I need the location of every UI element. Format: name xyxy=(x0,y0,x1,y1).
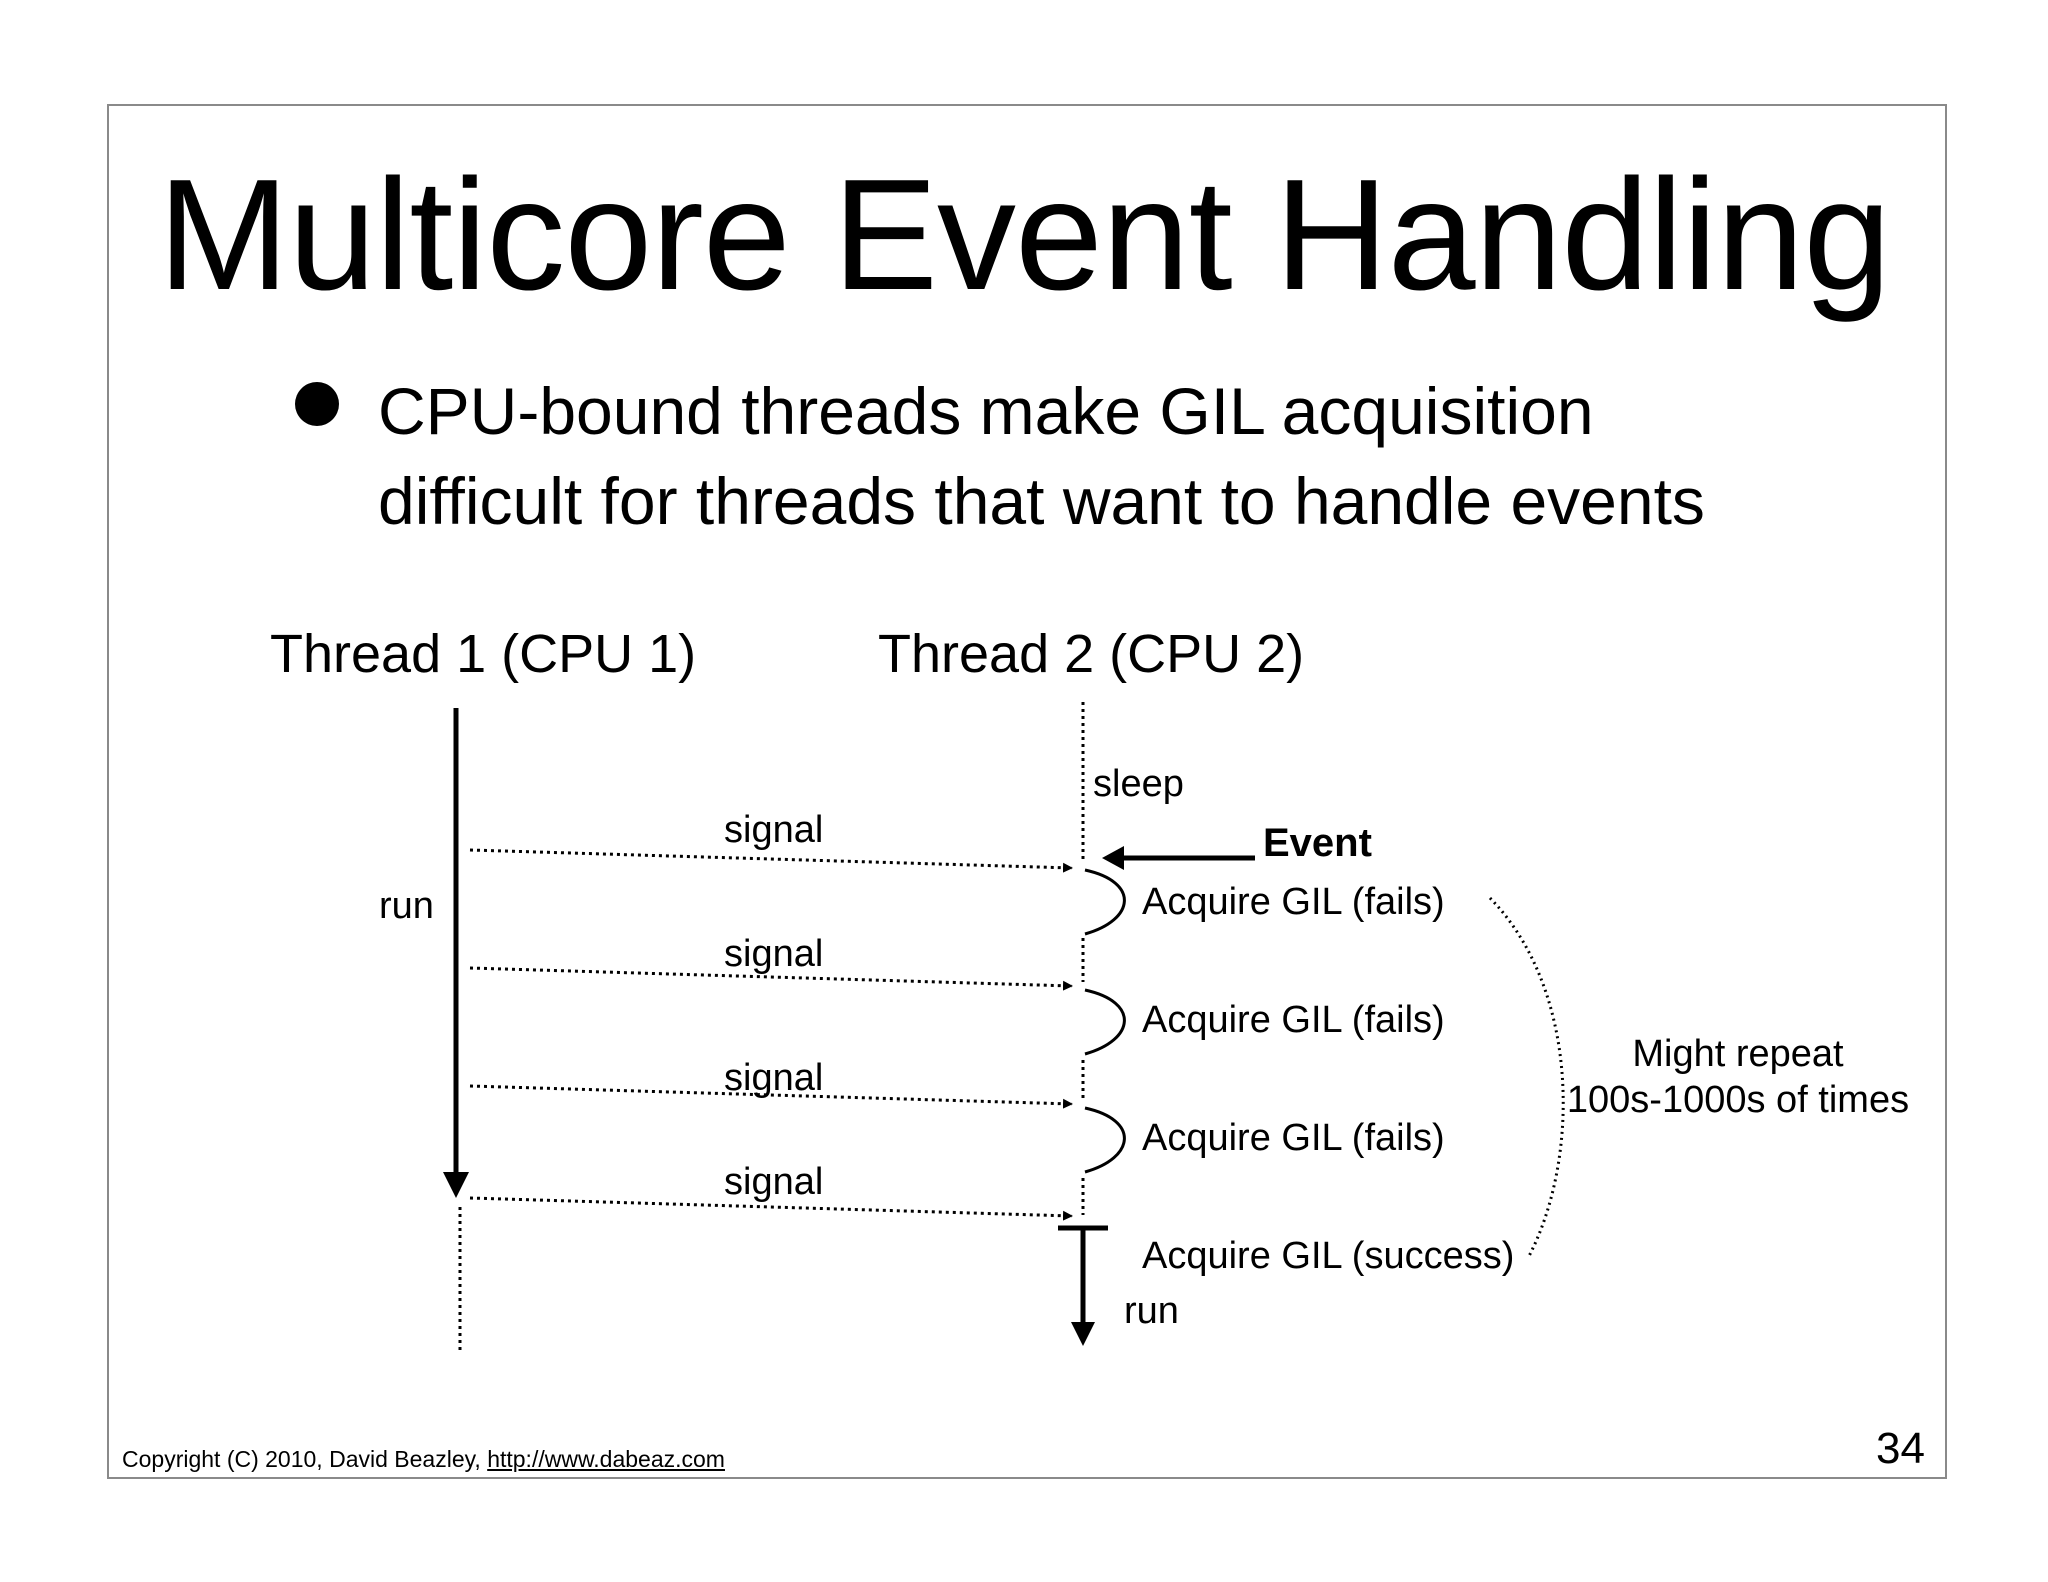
acquire-label-1: Acquire GIL (fails) xyxy=(1142,881,1445,923)
slide-frame xyxy=(107,104,1947,1479)
footer-url-link[interactable]: http://www.dabeaz.com xyxy=(487,1446,725,1472)
signal-arrow-2 xyxy=(469,966,1073,991)
thread2-timeline xyxy=(1058,702,1126,1346)
thread2-title: Thread 2 (CPU 2) xyxy=(878,624,1305,684)
bullet-dot xyxy=(295,382,339,426)
acquire-attempt-curve-3 xyxy=(1084,1106,1126,1174)
thread1-timeline xyxy=(443,708,469,1352)
thread2-run-label: run xyxy=(1124,1290,1179,1332)
slide-title: Multicore Event Handling xyxy=(157,147,1891,323)
signal-label-3: signal xyxy=(724,1057,823,1099)
acquire-label-3: Acquire GIL (fails) xyxy=(1142,1117,1445,1159)
acquire-attempt-curve-2 xyxy=(1084,988,1126,1056)
repeat-note-line-2: 100s-1000s of times xyxy=(1567,1079,1909,1121)
event-arrowhead xyxy=(1102,846,1124,870)
thread2-sleep-label: sleep xyxy=(1093,763,1184,805)
signal-arrow-3 xyxy=(469,1084,1073,1109)
footer-copyright: Copyright (C) 2010, David Beazley, http:… xyxy=(122,1444,725,1474)
event-label: Event xyxy=(1263,821,1372,865)
acquire-label-2: Acquire GIL (fails) xyxy=(1142,999,1445,1041)
thread1-title: Thread 1 (CPU 1) xyxy=(270,624,697,684)
signal-label-2: signal xyxy=(724,933,823,975)
acquire-label-4: Acquire GIL (success) xyxy=(1142,1235,1514,1277)
signal-arrow-4 xyxy=(469,1196,1073,1221)
thread1-run-label: run xyxy=(379,885,434,927)
repeat-note-line-1: Might repeat xyxy=(1632,1033,1844,1075)
signal-arrow-1 xyxy=(469,848,1073,873)
copyright-text: Copyright (C) 2010, David Beazley, xyxy=(122,1446,481,1472)
thread1-run-arrowhead xyxy=(443,1172,469,1198)
signal-label-4: signal xyxy=(724,1161,823,1203)
bullet-text-line-1: CPU-bound threads make GIL acquisition xyxy=(378,374,1594,448)
signal-label-1: signal xyxy=(724,809,823,851)
page-number: 34 xyxy=(1876,1424,1925,1473)
repeat-bracket xyxy=(1488,896,1565,1259)
signal-arrows xyxy=(469,848,1073,1221)
bullet-text-line-2: difficult for threads that want to handl… xyxy=(378,464,1705,538)
acquire-attempt-curve-1 xyxy=(1084,868,1126,936)
thread2-run-arrowhead xyxy=(1071,1322,1095,1346)
